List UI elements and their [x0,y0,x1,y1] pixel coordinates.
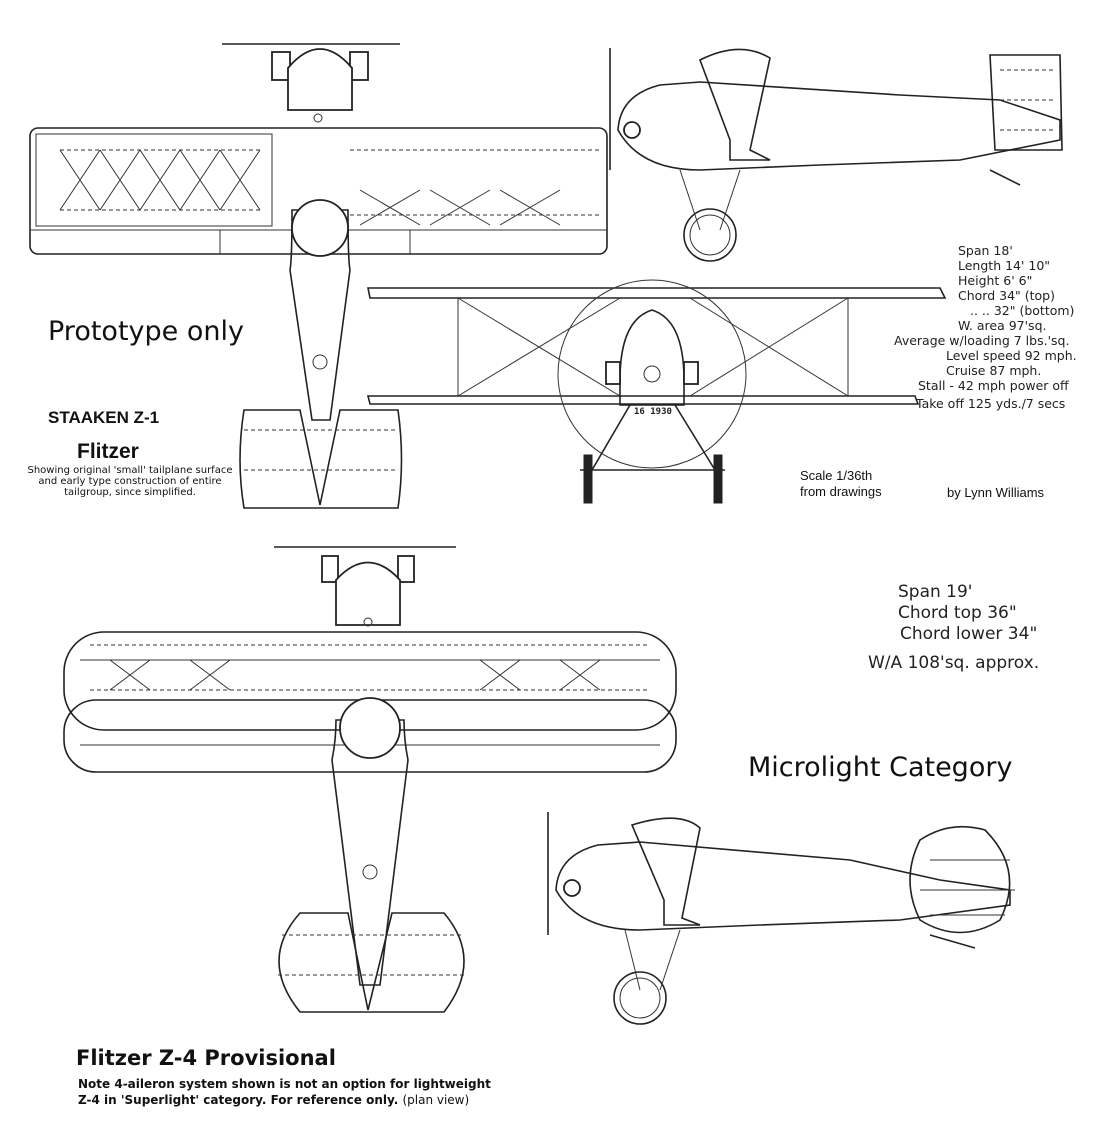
z4-note-text: Z-4 in 'Superlight' category. For refere… [78,1093,399,1107]
z4-note-line: Note 4-aileron system shown is not an op… [78,1077,491,1091]
spec-line: Height 6' 6" [958,273,1033,288]
spec-line: Stall - 42 mph power off [918,378,1069,393]
spec-line: Take off 125 yds./7 secs [916,396,1066,411]
z1-front-view: 16 1930 [366,279,947,504]
staaken-note-line: and early type construction of entire [38,476,222,487]
staaken-model-title: STAAKEN Z-1 [48,408,160,427]
spec-line: W. area 97'sq. [958,318,1047,333]
z4-side-view [547,812,1015,1025]
staaken-note-line: tailgroup, since simplified. [64,487,196,498]
z1-plan-view [29,43,608,509]
staaken-note: Showing original 'small' tailplane surfa… [22,465,238,498]
staaken-name-title: Flitzer [77,440,139,463]
spec-line: Level speed 92 mph. [946,348,1077,363]
z4-title: Flitzer Z-4 Provisional [76,1046,336,1070]
spec-line: Chord top 36" [898,603,1017,623]
scale-line: Scale 1/36th [800,468,873,483]
spec-line: W/A 108'sq. approx. [868,653,1040,673]
z4-note-line: Z-4 in 'Superlight' category. For refere… [78,1092,491,1108]
z1-specifications: Span 18' Length 14' 10" Height 6' 6" Cho… [888,243,1088,411]
z4-note-plan-view: (plan view) [402,1093,470,1107]
staaken-note-line: Showing original 'small' tailplane surfa… [27,465,233,476]
spec-line: Span 18' [958,243,1013,258]
z4-plan-view [63,546,677,1013]
spec-line: Length 14' 10" [958,258,1051,273]
spec-line: Chord lower 34" [900,624,1038,644]
spec-line: Chord 34" (top) [958,288,1055,303]
z4-specifications: Span 19' Chord top 36" Chord lower 34" W… [868,582,1039,674]
scale-line: from drawings [800,484,882,499]
spec-line: Average w/loading 7 lbs.'sq. [894,333,1070,348]
scale-note: Scale 1/36th from drawings [800,468,882,500]
spec-line: .. .. 32" (bottom) [970,303,1075,318]
z1-side-view [609,48,1063,262]
prototype-label: Prototype only [48,316,244,347]
spec-line: Cruise 87 mph. [946,363,1042,378]
z4-note: Note 4-aileron system shown is not an op… [78,1076,491,1108]
category-label: Microlight Category [748,752,1013,783]
author-credit: by Lynn Williams [947,485,1045,500]
fuselage-markings: 16 1930 [634,407,672,417]
spec-line: Span 19' [898,582,973,602]
